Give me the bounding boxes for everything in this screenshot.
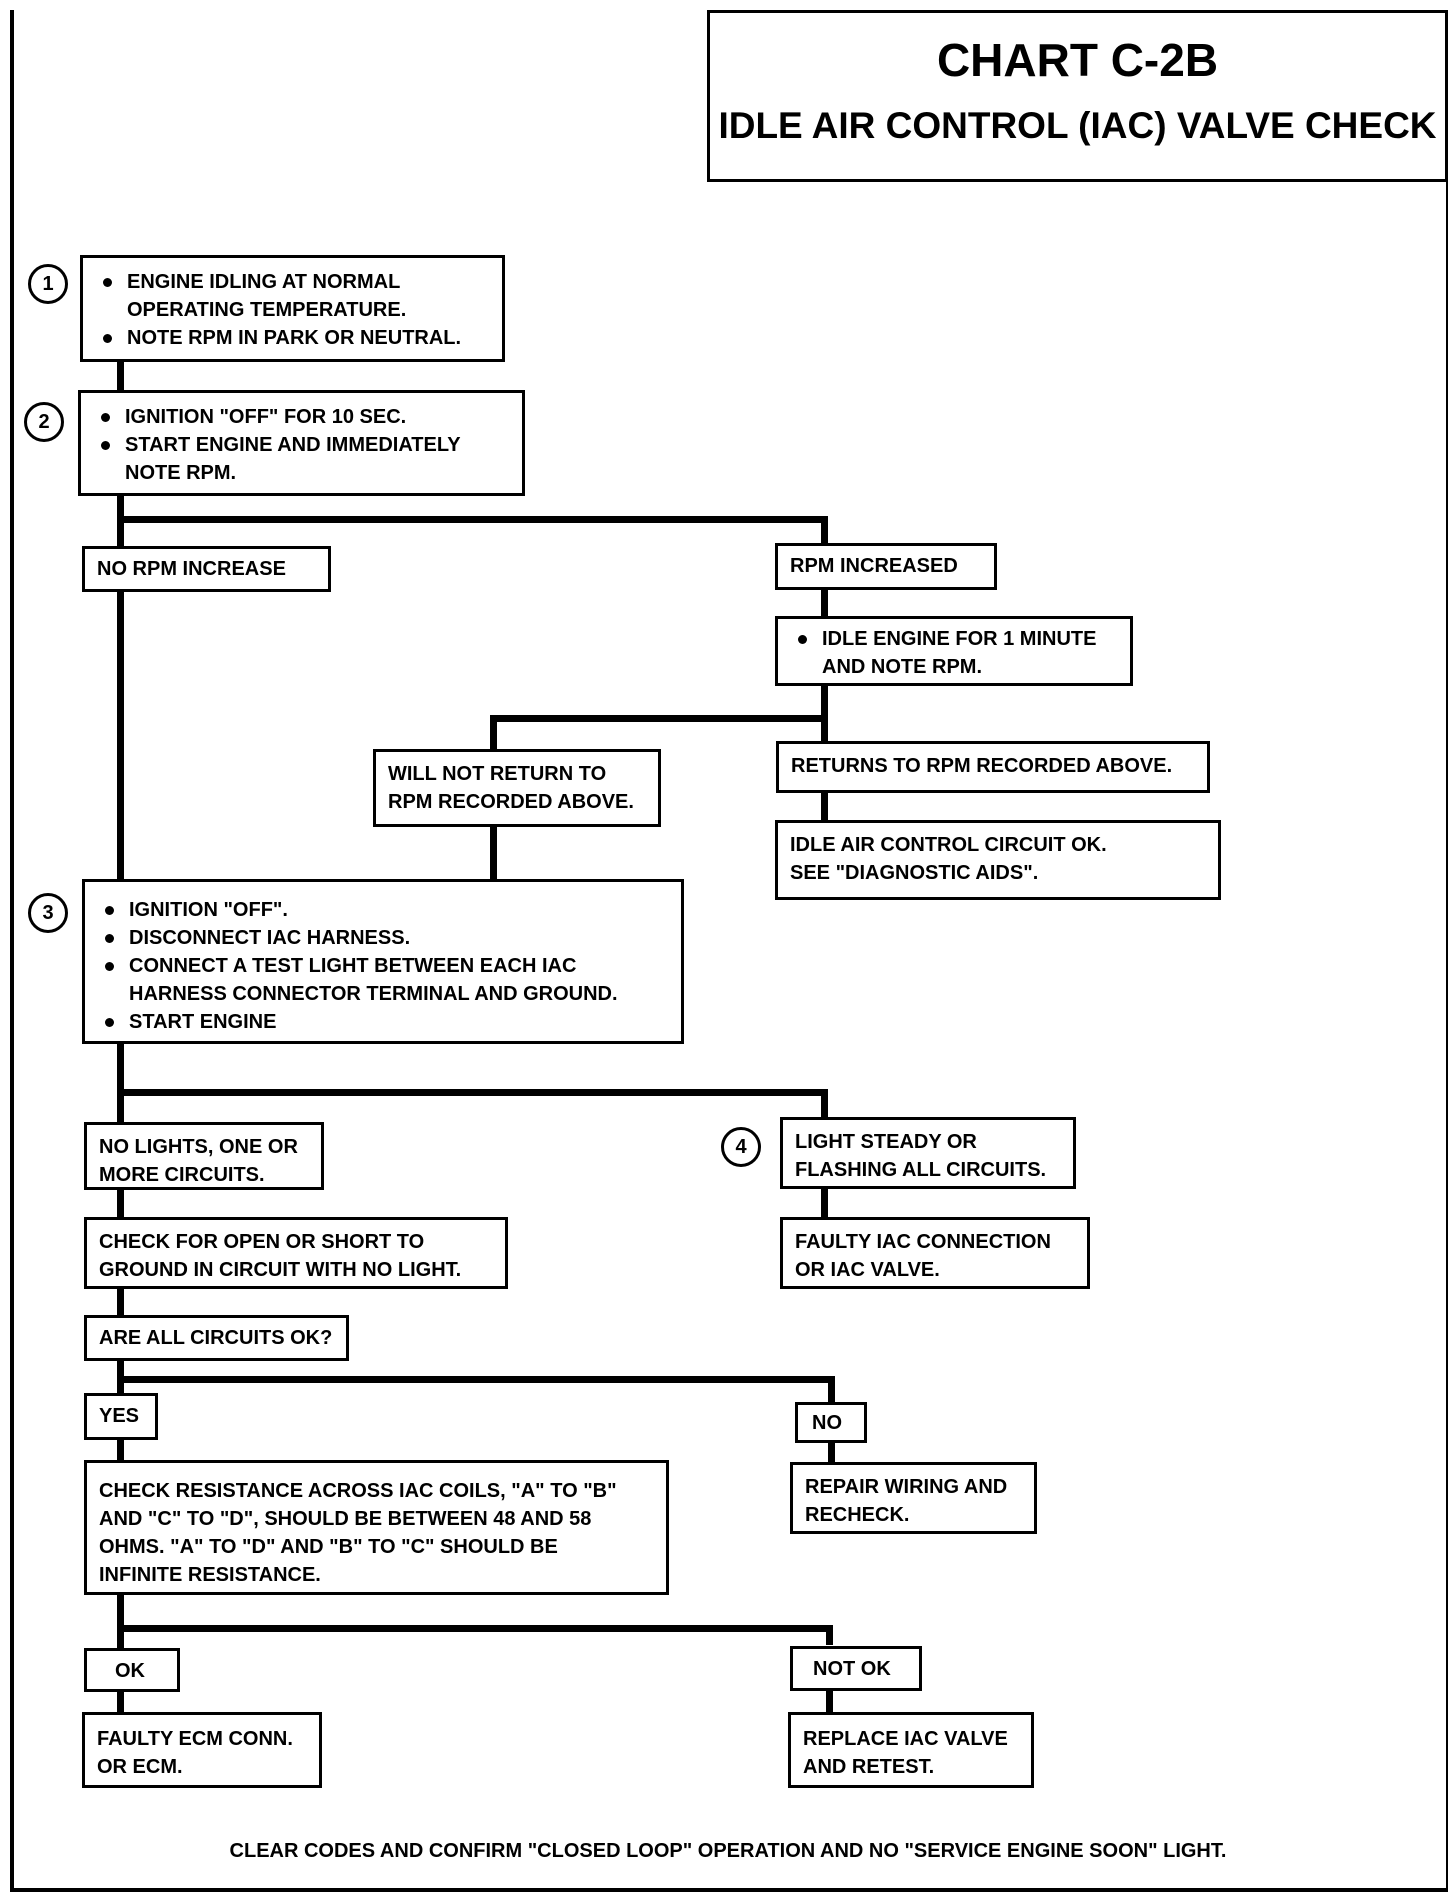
- connector: [490, 827, 497, 881]
- footer-note: CLEAR CODES AND CONFIRM "CLOSED LOOP" OP…: [229, 1840, 1227, 1862]
- step-number-4: 4: [721, 1127, 761, 1167]
- repair-wiring-box: REPAIR WIRING AND RECHECK.: [790, 1462, 1037, 1534]
- connector: [826, 1625, 833, 1645]
- replace-iac-box: REPLACE IAC VALVE AND RETEST.: [788, 1712, 1034, 1788]
- connector: [821, 793, 828, 822]
- connector: [117, 1440, 124, 1461]
- chart-subtitle: IDLE AIR CONTROL (IAC) VALVE CHECK: [718, 105, 1437, 146]
- connector: [828, 1376, 835, 1406]
- light-steady-box: LIGHT STEADY OR FLASHING ALL CIRCUITS.: [780, 1117, 1076, 1189]
- connector: [117, 1359, 124, 1407]
- step-number-1: 1: [28, 264, 68, 304]
- connector: [117, 516, 828, 523]
- step2-box: IGNITION "OFF" FOR 10 SEC. START ENGINE …: [78, 390, 525, 496]
- step-number-3: 3: [28, 893, 68, 933]
- all-circuits-ok-box: ARE ALL CIRCUITS OK?: [84, 1315, 349, 1361]
- connector: [117, 496, 124, 560]
- connector: [826, 1691, 833, 1712]
- no-lights-box: NO LIGHTS, ONE OR MORE CIRCUITS.: [84, 1122, 324, 1190]
- connector: [117, 1189, 124, 1217]
- step3-item: DISCONNECT IAC HARNESS.: [97, 924, 669, 952]
- connector: [117, 592, 124, 882]
- connector: [490, 715, 497, 751]
- step-number-2: 2: [24, 402, 64, 442]
- connector: [117, 1376, 835, 1383]
- page-frame: [10, 10, 1448, 1892]
- step1-item: NOTE RPM IN PARK OR NEUTRAL.: [95, 324, 490, 352]
- will-not-return-box: WILL NOT RETURN TO RPM RECORDED ABOVE.: [373, 749, 661, 827]
- connector: [828, 1441, 835, 1465]
- connector: [821, 1189, 828, 1217]
- step2-item: IGNITION "OFF" FOR 10 SEC.: [93, 403, 510, 431]
- no-rpm-increase-box: NO RPM INCREASE: [82, 546, 331, 592]
- step3-item: IGNITION "OFF".: [97, 896, 669, 924]
- step3-box: IGNITION "OFF". DISCONNECT IAC HARNESS. …: [82, 879, 684, 1044]
- connector: [117, 1692, 124, 1714]
- connector: [117, 362, 124, 396]
- connector: [117, 1044, 124, 1130]
- faulty-iac-box: FAULTY IAC CONNECTION OR IAC VALVE.: [780, 1217, 1090, 1289]
- title-block: CHART C-2B IDLE AIR CONTROL (IAC) VALVE …: [707, 10, 1448, 182]
- page-frame-right: [1446, 10, 1448, 1892]
- chart-title: CHART C-2B: [936, 34, 1219, 86]
- returns-to-rpm-box: RETURNS TO RPM RECORDED ABOVE.: [776, 741, 1210, 793]
- ok-box: OK: [84, 1648, 180, 1692]
- iac-circuit-ok-box: IDLE AIR CONTROL CIRCUIT OK. SEE "DIAGNO…: [775, 820, 1221, 900]
- connector: [117, 1282, 124, 1317]
- connector: [821, 1089, 828, 1117]
- check-open-short-box: CHECK FOR OPEN OR SHORT TO GROUND IN CIR…: [84, 1217, 508, 1289]
- step3-item: START ENGINE: [97, 1008, 669, 1036]
- connector: [117, 1595, 124, 1651]
- not-ok-box: NOT OK: [790, 1646, 922, 1691]
- connector: [117, 1089, 828, 1096]
- rpm-increased-box: RPM INCREASED: [775, 543, 997, 590]
- check-resistance-box: CHECK RESISTANCE ACROSS IAC COILS, "A" T…: [84, 1460, 669, 1595]
- connector: [117, 1625, 833, 1632]
- connector: [821, 590, 828, 620]
- yes-box: YES: [84, 1393, 158, 1440]
- connector: [490, 715, 828, 722]
- no-box: NO: [795, 1402, 867, 1443]
- faulty-ecm-box: FAULTY ECM CONN. OR ECM.: [82, 1712, 322, 1788]
- connector: [821, 516, 828, 546]
